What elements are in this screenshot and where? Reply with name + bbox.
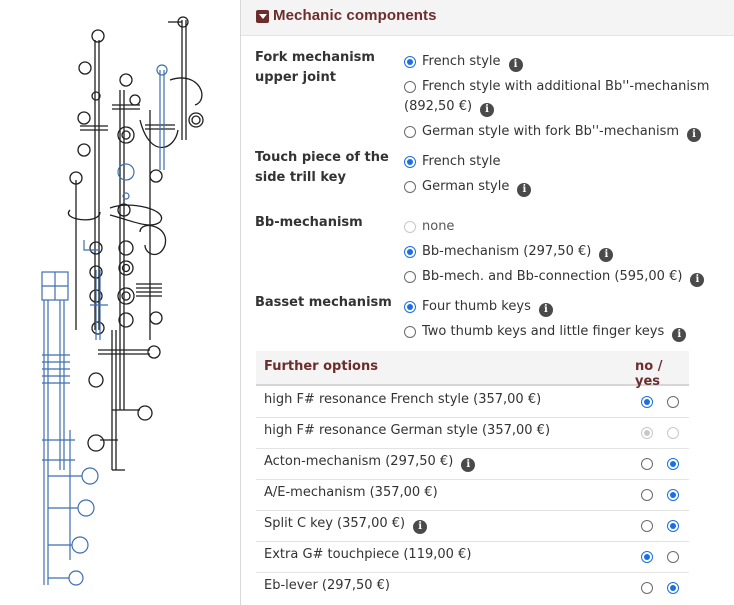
option-fork-french-bb-price: (892,50 €)i	[404, 97, 495, 117]
group-label-bb-mechanism: Bb-mechanism	[255, 215, 363, 230]
radio-no	[641, 427, 653, 439]
table-row: Eb-lever (297,50 €)	[256, 573, 689, 603]
table-row: high F# resonance German style (357,00 €…	[256, 418, 689, 449]
radio-no[interactable]	[641, 458, 653, 470]
panel-divider	[240, 0, 241, 605]
option-bb-none: none	[404, 217, 454, 237]
radio-yes[interactable]	[667, 458, 679, 470]
option-bb-connection[interactable]: Bb-mech. and Bb-connection (595,00 €)i	[404, 267, 705, 287]
info-icon[interactable]: i	[413, 520, 428, 534]
info-icon[interactable]: i	[538, 303, 553, 317]
info-icon[interactable]: i	[672, 328, 687, 342]
radio-button[interactable]	[404, 126, 416, 138]
radio-yes[interactable]	[667, 520, 679, 532]
info-icon[interactable]: i	[690, 273, 705, 287]
info-icon[interactable]: i	[480, 103, 495, 117]
table-row: high F# resonance French style (357,00 €…	[256, 387, 689, 418]
radio-button[interactable]	[404, 246, 416, 258]
radio-button[interactable]	[404, 326, 416, 338]
header-no-yes: no / yes	[635, 359, 663, 389]
info-icon[interactable]: i	[517, 183, 532, 197]
option-touch-french[interactable]: French style	[404, 152, 501, 172]
section-title: Mechanic components	[273, 7, 437, 24]
info-icon[interactable]: i	[599, 248, 614, 262]
table-row: Split C key (357,00 €)i	[256, 511, 689, 542]
radio-button[interactable]	[404, 81, 416, 93]
clarinet-mechanism-diagram	[41, 16, 204, 586]
radio-button[interactable]	[404, 56, 416, 68]
radio-no[interactable]	[641, 396, 653, 408]
radio-yes[interactable]	[667, 396, 679, 408]
radio-no[interactable]	[641, 520, 653, 532]
radio-button[interactable]	[404, 301, 416, 313]
caret-down-icon[interactable]	[256, 10, 269, 23]
group-label-fork-mechanism: Fork mechanism upper joint	[255, 50, 375, 85]
table-row: Extra G# touchpiece (119,00 €)	[256, 542, 689, 573]
radio-button	[404, 221, 416, 233]
radio-no[interactable]	[641, 551, 653, 563]
table-row: Acton-mechanism (297,50 €)i	[256, 449, 689, 480]
radio-button[interactable]	[404, 271, 416, 283]
option-fork-french-bb[interactable]: French style with additional Bb''-mechan…	[404, 77, 709, 97]
table-row: A/E-mechanism (357,00 €)	[256, 480, 689, 511]
option-bb-mechanism[interactable]: Bb-mechanism (297,50 €)i	[404, 242, 614, 262]
mechanic-components-panel: Mechanic components Fork mechanism upper…	[241, 0, 734, 605]
section-header[interactable]: Mechanic components	[241, 0, 734, 36]
radio-button[interactable]	[404, 181, 416, 193]
table-header: Further options no / yes	[256, 351, 689, 389]
info-icon[interactable]: i	[687, 128, 702, 142]
info-icon[interactable]: i	[461, 458, 476, 472]
radio-yes[interactable]	[667, 551, 679, 563]
radio-yes	[667, 427, 679, 439]
group-label-basset: Basset mechanism	[255, 295, 392, 310]
header-further-options: Further options	[264, 359, 378, 374]
radio-yes[interactable]	[667, 489, 679, 501]
radio-no[interactable]	[641, 582, 653, 594]
radio-no[interactable]	[641, 489, 653, 501]
info-icon[interactable]: i	[508, 58, 523, 72]
radio-button[interactable]	[404, 156, 416, 168]
group-label-touch-piece: Touch piece of the side trill key	[255, 150, 389, 185]
radio-yes[interactable]	[667, 582, 679, 594]
